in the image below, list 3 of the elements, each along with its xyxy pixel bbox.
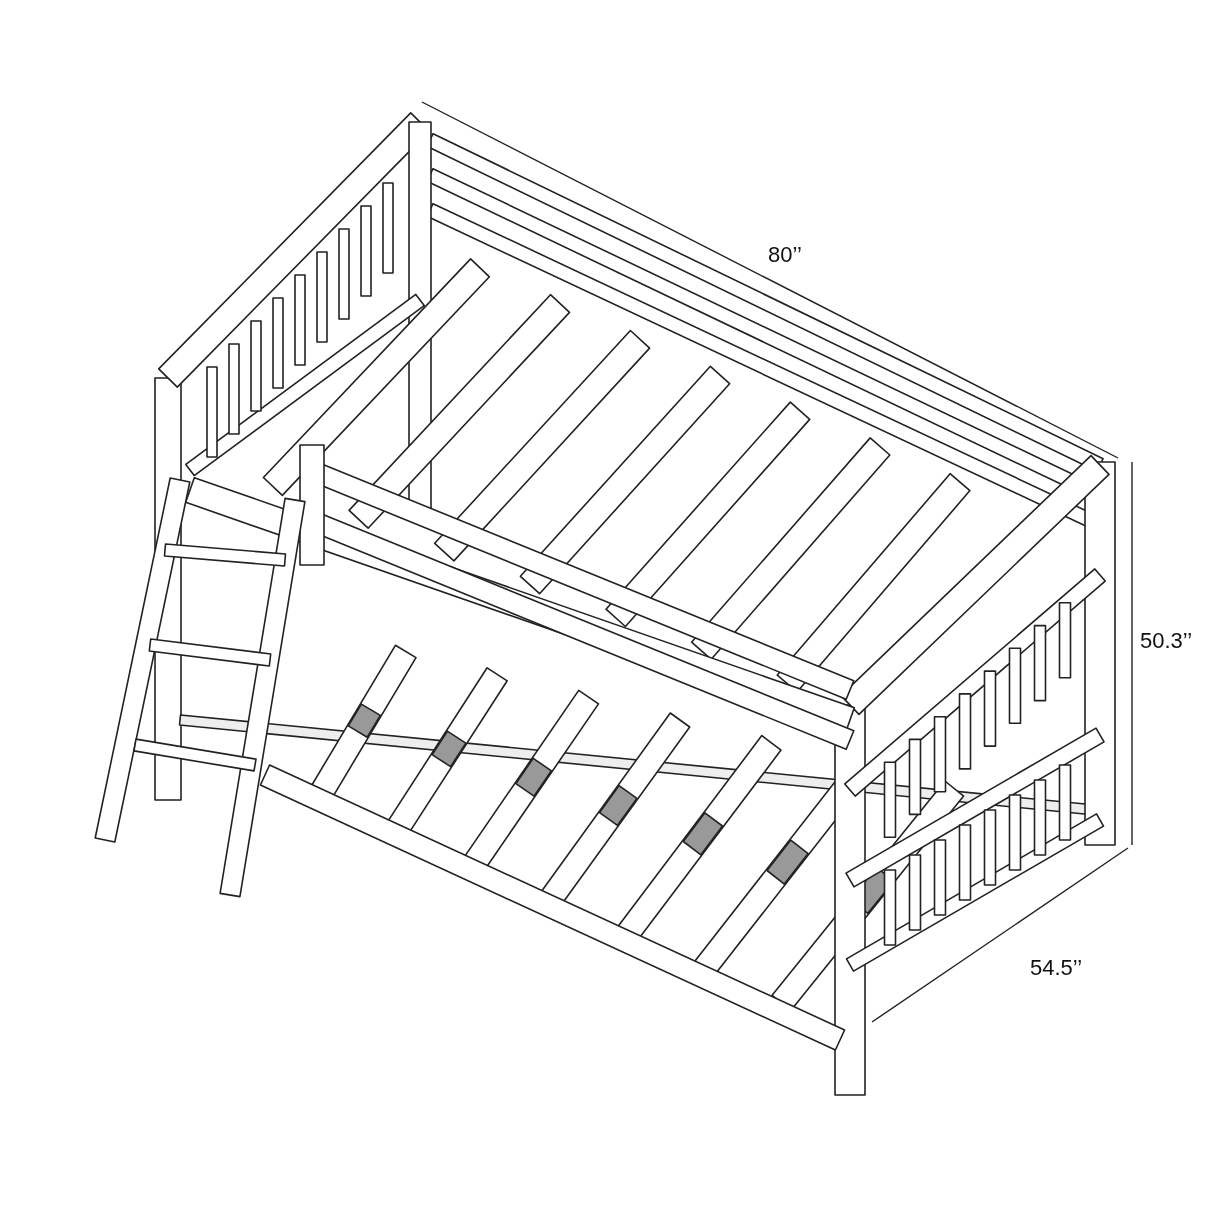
- dimension-label: 80’’: [768, 242, 802, 268]
- dimension-label: 54.5’’: [1030, 955, 1083, 981]
- dimension-label: 50.3’’: [1140, 628, 1193, 654]
